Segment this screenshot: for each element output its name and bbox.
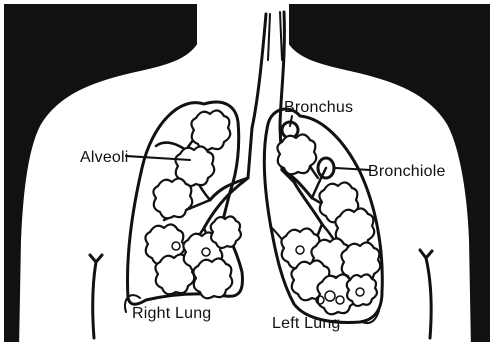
label-alveoli: Alveoli <box>80 149 129 166</box>
alveoli-cluster <box>347 274 377 305</box>
alveoli-cluster <box>277 134 316 174</box>
scan-edge-left <box>0 0 4 350</box>
alveoli-cluster <box>193 258 232 298</box>
label-right-lung: Right Lung <box>132 305 211 322</box>
alveoli-cluster <box>153 178 192 218</box>
scan-edge-bottom <box>0 342 490 350</box>
label-bronchus: Bronchus <box>284 99 353 116</box>
alveoli-cluster <box>211 216 241 247</box>
label-bronchiole: Bronchiole <box>368 163 446 180</box>
scan-edge-top <box>0 0 490 4</box>
alveoli-cluster <box>191 110 230 150</box>
label-left-lung: Left Lung <box>272 315 341 332</box>
